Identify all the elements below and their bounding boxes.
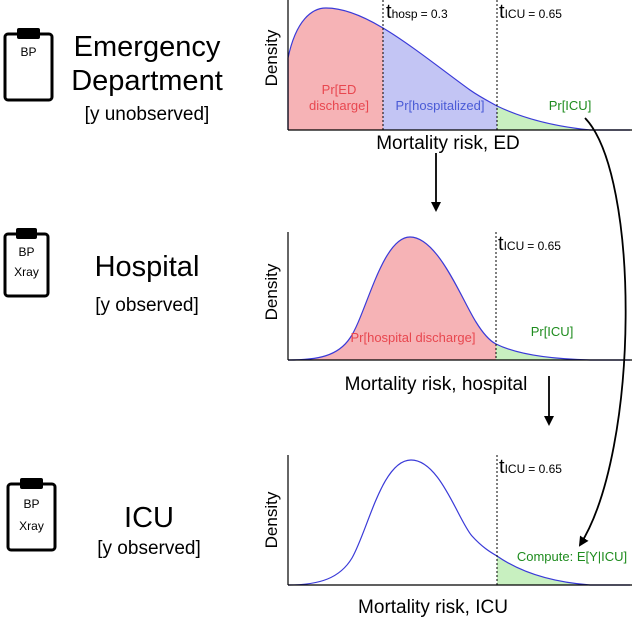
region-label: Pr[ICU] bbox=[531, 324, 574, 339]
y-axis-label: Density bbox=[262, 263, 281, 320]
region-ed-discharge bbox=[288, 8, 383, 130]
stage-title: ICU bbox=[124, 502, 174, 534]
clipboard-icon: BP bbox=[3, 28, 54, 102]
stage-icu: BP Xray ICU [y observed] tICU= 0.65 Comp… bbox=[6, 455, 632, 618]
region-icu bbox=[497, 106, 590, 130]
region-label: Pr[hospital discharge] bbox=[350, 330, 475, 345]
x-axis-label: Mortality risk, hospital bbox=[345, 374, 528, 395]
clipboard-icon: BP Xray bbox=[3, 228, 50, 298]
x-axis-label: Mortality risk, ICU bbox=[358, 597, 508, 618]
clipboard-label: BP bbox=[18, 245, 34, 259]
stage-hospital: BP Xray Hospital [y observed] tICU= 0.65… bbox=[3, 228, 632, 395]
clipboard-label: BP bbox=[23, 497, 39, 511]
region-label: Compute: E[Y|ICU] bbox=[517, 549, 627, 564]
stage-title: Department bbox=[71, 65, 223, 97]
stage-title: Emergency bbox=[74, 31, 221, 63]
stage-title: Hospital bbox=[95, 251, 200, 283]
region-label: Pr[ICU] bbox=[549, 98, 592, 113]
clipboard-label: Xray bbox=[19, 519, 44, 533]
region-icu bbox=[496, 344, 590, 360]
threshold-label: thosp= 0.3 bbox=[386, 1, 448, 23]
stage-subtitle: [y unobserved] bbox=[85, 104, 210, 125]
x-axis-label: Mortality risk, ED bbox=[376, 133, 520, 154]
stage-emergency-department: BP Emergency Department [y unobserved] t… bbox=[3, 0, 632, 154]
density-curve bbox=[287, 7, 630, 131]
density-plot-hospital: tICU= 0.65 Pr[hospital discharge] Pr[ICU… bbox=[262, 232, 632, 395]
arrow-ed-icu-to-compute bbox=[578, 117, 627, 547]
density-plot-ed: thosp= 0.3 tICU= 0.65 Pr[ED discharge] P… bbox=[262, 0, 632, 154]
region-label: Pr[hospitalized] bbox=[396, 98, 485, 113]
region-hospitalized bbox=[383, 28, 497, 130]
density-curve bbox=[287, 459, 630, 586]
clipboard-icon: BP Xray bbox=[6, 478, 57, 552]
y-axis-label: Density bbox=[262, 491, 281, 548]
y-axis-label: Density bbox=[262, 29, 281, 86]
stage-subtitle: [y observed] bbox=[97, 538, 201, 559]
threshold-label: tICU= 0.65 bbox=[499, 456, 562, 478]
density-curve bbox=[287, 236, 630, 361]
clipboard-label: BP bbox=[20, 45, 36, 59]
density-plot-icu: tICU= 0.65 Compute: E[Y|ICU] Density Mor… bbox=[262, 455, 632, 618]
threshold-label: tICU= 0.65 bbox=[499, 1, 562, 23]
stage-subtitle: [y observed] bbox=[95, 295, 199, 316]
clipboard-label: Xray bbox=[14, 265, 39, 279]
flow-arrows bbox=[431, 117, 627, 547]
threshold-label: tICU= 0.65 bbox=[498, 233, 561, 255]
region-label: Pr[ED bbox=[322, 82, 357, 97]
region-icu bbox=[497, 556, 590, 585]
region-label: discharge] bbox=[309, 98, 369, 113]
region-hospital-discharge bbox=[288, 237, 496, 360]
